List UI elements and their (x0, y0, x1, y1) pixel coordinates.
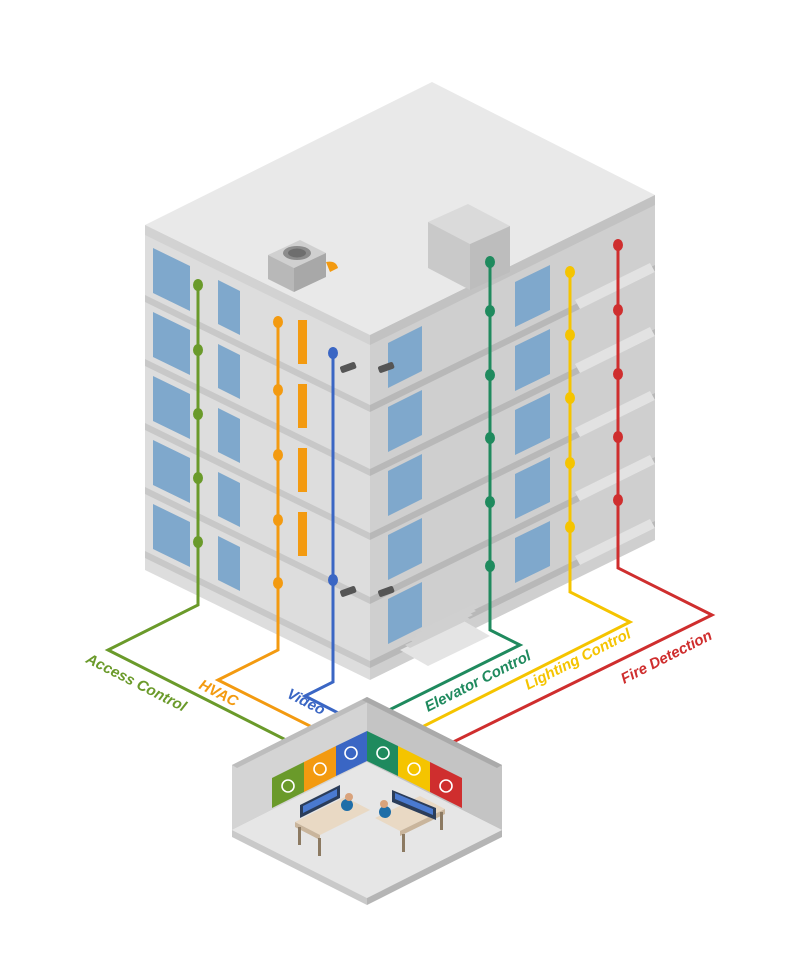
sensor-node (193, 472, 203, 484)
right-windows (388, 265, 550, 644)
control-room (232, 697, 502, 905)
panel-video (336, 731, 367, 776)
floor-slab (145, 487, 370, 604)
operator-desk-left (295, 785, 370, 856)
window (515, 457, 550, 519)
balcony (575, 455, 655, 501)
sensor-node (565, 329, 575, 341)
window (388, 390, 422, 452)
operator-left (341, 799, 353, 811)
hvac-duct (298, 384, 307, 428)
sensor-node (273, 449, 283, 461)
window (388, 326, 422, 388)
sensor-node (273, 384, 283, 396)
floor-slab (145, 359, 370, 476)
window (388, 518, 422, 580)
balcony (575, 327, 655, 373)
window (218, 472, 240, 527)
window (515, 393, 550, 455)
fingerprint-icon (281, 779, 295, 793)
balcony (575, 391, 655, 437)
window (153, 376, 190, 439)
sensor-node (193, 408, 203, 420)
floor-slab (145, 423, 370, 540)
window (388, 454, 422, 516)
sensor-node (328, 574, 338, 586)
sensor-node (485, 496, 495, 508)
window (218, 280, 240, 335)
sensor-node (485, 560, 495, 572)
left-windows (153, 248, 240, 591)
panel-fire (430, 762, 462, 808)
sensor-node (273, 514, 283, 526)
label-video: Video (284, 685, 328, 718)
panel-lighting (398, 746, 430, 792)
sensor-node (193, 536, 203, 548)
window (388, 582, 422, 644)
sensor-node (613, 494, 623, 506)
window (218, 344, 240, 399)
lightbulb-icon (407, 762, 421, 776)
sensor-node (485, 305, 495, 317)
camera-icon (344, 746, 358, 760)
window (515, 521, 550, 583)
window (153, 504, 190, 567)
balcony (575, 263, 655, 309)
heat-waves-icon (313, 762, 327, 776)
sensor-node (565, 521, 575, 533)
elevator-shaft-top (428, 204, 510, 244)
sensor-node (485, 256, 495, 268)
sensor-node (328, 347, 338, 359)
sensor-node (273, 577, 283, 589)
panel-access (272, 762, 304, 808)
flame-icon (439, 779, 453, 793)
sensor-node (273, 316, 283, 328)
label-lighting-control: Lighting Control (522, 625, 634, 693)
building-left-facade (145, 225, 370, 680)
sensor-node (565, 457, 575, 469)
sensor-node (193, 344, 203, 356)
hvac-duct (298, 320, 307, 364)
system-panels (272, 731, 462, 808)
window (218, 536, 240, 591)
floor-slab (145, 295, 370, 412)
panel-hvac (304, 746, 336, 792)
sensor-node (613, 368, 623, 380)
hvac-duct (298, 448, 307, 492)
entrance-stairs (400, 604, 490, 666)
window (515, 265, 550, 327)
sensor-node (485, 432, 495, 444)
window (218, 408, 240, 463)
panel-elevator (367, 731, 398, 776)
left-floor-slabs (145, 295, 370, 668)
window (153, 248, 190, 311)
operator-right (379, 806, 391, 818)
floor-slab (145, 551, 370, 668)
camera-icon (340, 362, 395, 597)
sensor-node (565, 266, 575, 278)
building (145, 82, 655, 680)
window (153, 440, 190, 503)
sensor-node (613, 239, 623, 251)
balcony (575, 519, 655, 565)
sensor-node (193, 279, 203, 291)
sensor-node (613, 431, 623, 443)
window (153, 312, 190, 375)
elevator-icon (376, 746, 390, 760)
operator-desk-right (375, 790, 445, 852)
sensor-node (485, 369, 495, 381)
window (515, 329, 550, 391)
rooftop-hvac-unit (268, 240, 338, 292)
hvac-duct (298, 512, 307, 556)
sensor-node (613, 304, 623, 316)
sensor-node (565, 392, 575, 404)
